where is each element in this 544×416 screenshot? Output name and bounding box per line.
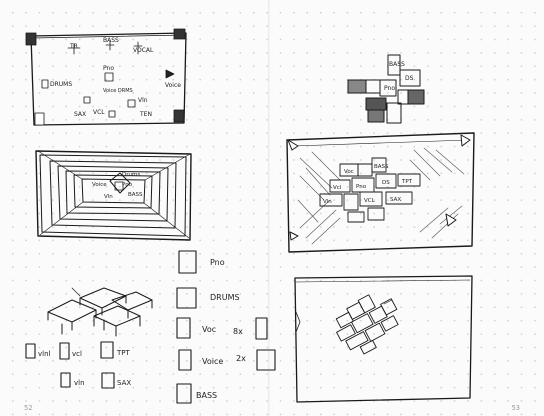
sketch-stage-plan: TR BASS VOCAL DRUMS Pno Voice DRMS Vln V… <box>26 29 186 125</box>
legend-label-voice: Voice <box>202 357 223 366</box>
concentric-label-pno: Pno <box>122 182 133 188</box>
room-label-voc: Voc <box>344 169 354 175</box>
label-drums: DRUMS <box>50 81 72 88</box>
label-vcl: VCL <box>93 109 105 116</box>
label-vln: Vln <box>138 97 148 104</box>
legend-box-vcl <box>60 343 69 359</box>
legend-center: Pno DRUMS Voc 8x Voice 2x BASS <box>177 251 275 403</box>
legend-box-voc <box>177 318 190 338</box>
room-label-bass: BASS <box>374 164 389 170</box>
sketch-isometric-blocks <box>48 288 152 336</box>
legend-left: vlnl vcl TPT vln SAX <box>26 342 131 388</box>
legend-box-drums <box>177 288 196 308</box>
room-label-tpt: TPT <box>401 179 413 185</box>
page-number-right: 53 <box>512 404 520 412</box>
legend-label-voc: Voc <box>202 325 216 334</box>
legend-box-vlnl <box>26 344 35 358</box>
legend-box-vln <box>61 373 70 387</box>
legend-box-sax <box>102 373 114 388</box>
room-label-vcl: Vcl <box>333 185 342 191</box>
legend-box-tpt <box>101 342 113 358</box>
legend-mult-voc: 8x <box>233 327 243 336</box>
concentric-label-drums: Drums <box>122 172 140 178</box>
concentric-label-bass: BASS <box>128 192 143 198</box>
label-piano: Pno <box>103 65 114 72</box>
sketch-room-bottom <box>295 276 472 402</box>
concentric-label-vln: Vln <box>104 194 113 200</box>
label-bass: BASS <box>103 37 119 44</box>
label-voice-drums: Voice DRMS <box>103 88 133 94</box>
room-label-ds: DS <box>382 180 390 186</box>
legend-box-voc-mult <box>256 318 267 339</box>
legend-label-pno: Pno <box>210 258 225 267</box>
room-label-pno: Pno <box>356 184 367 190</box>
label-ten: TEN <box>139 111 152 118</box>
room-label-vcl2: VCL <box>364 198 376 204</box>
room-label-sax: SAX <box>390 197 401 203</box>
legend-box-bass <box>177 384 191 403</box>
legend-label-bass: BASS <box>196 391 217 400</box>
legend-box-voice <box>179 350 191 370</box>
legend-label-drums: DRUMS <box>210 293 240 302</box>
concentric-label-voice: Voice <box>92 182 107 188</box>
cluster-label-ds: DS <box>405 75 414 82</box>
sketch-cluster-top-right: BASS Pno DS <box>348 55 424 123</box>
legend-label-tpt: TPT <box>116 349 130 357</box>
label-vocal: VOCAL <box>133 47 154 54</box>
label-tr: TR <box>69 43 78 50</box>
legend-box-voice-mult <box>257 350 275 370</box>
legend-label-vlnl: vlnl <box>38 350 51 358</box>
page-number-left: 52 <box>24 404 32 412</box>
legend-label-vcl: vcl <box>72 350 82 358</box>
legend-label-vln: vln <box>74 379 85 387</box>
label-sax: SAX <box>74 111 86 118</box>
label-voice: Voice <box>165 82 181 89</box>
cluster-label-bass: BASS <box>389 61 405 68</box>
sketch-concentric-room: Drums Voice Pno BASS Vln <box>36 151 191 240</box>
sketch-room-hatched: Voc BASS Vcl Pno DS TPT Vln VCL SAX <box>287 133 474 252</box>
cluster-label-pno: Pno <box>384 85 395 92</box>
room-label-vln: Vln <box>323 199 332 205</box>
rotated-cluster <box>328 286 408 360</box>
legend-box-pno <box>179 251 196 273</box>
legend-label-sax: SAX <box>117 379 131 387</box>
legend-mult-voice: 2x <box>236 354 246 363</box>
